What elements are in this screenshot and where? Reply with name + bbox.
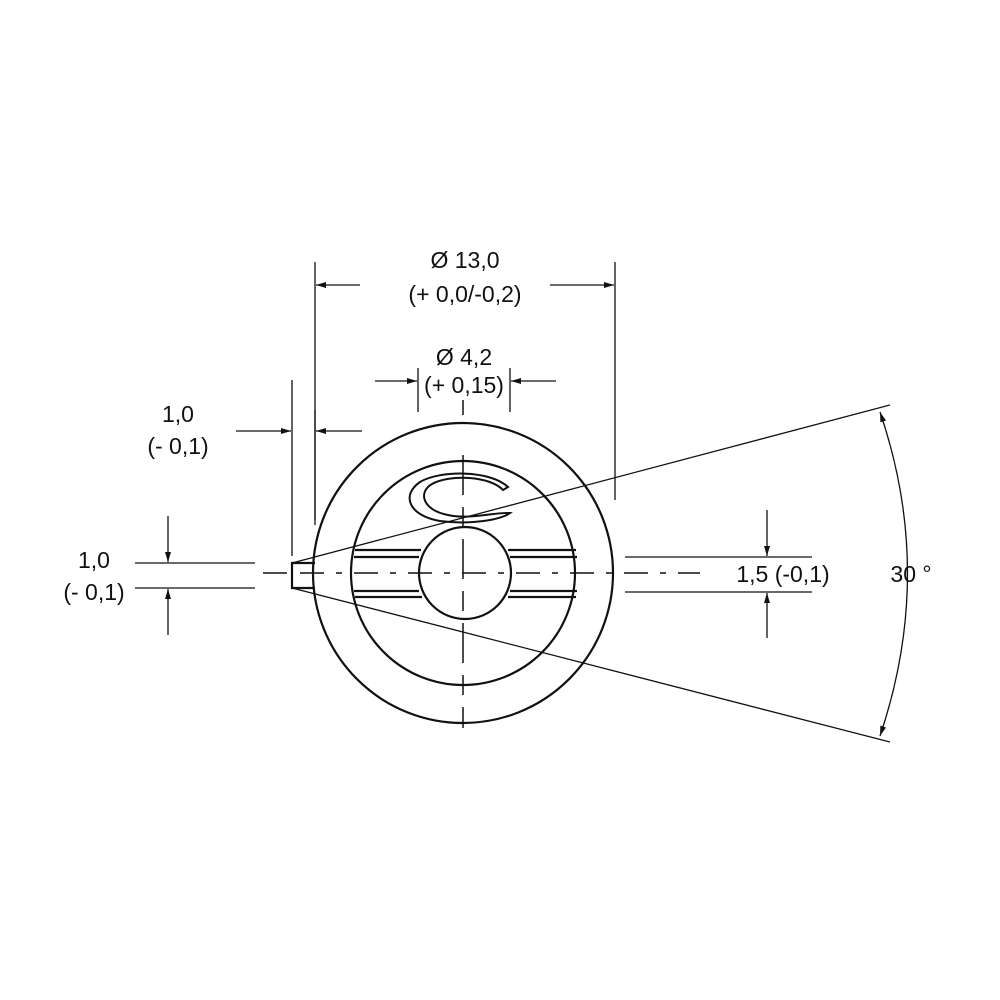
tab-length-tolerance: (- 0,1) xyxy=(147,433,209,459)
outer-diameter-tolerance: (+ 0,0/-0,2) xyxy=(408,281,522,307)
hole-diameter-label: Ø 4,2 (+ 0,15) xyxy=(404,343,524,399)
hole-diameter-tolerance: (+ 0,15) xyxy=(424,372,504,398)
logo-c-mark xyxy=(408,472,513,524)
angle-label: 30 ° xyxy=(890,561,932,587)
tab-width-label: 1,0 (- 0,1) xyxy=(44,546,144,606)
slot-width-label: 1,5 (-0,1) xyxy=(736,561,830,587)
outer-diameter-label: Ø 13,0 (+ 0,0/-0,2) xyxy=(385,246,545,308)
tab-width-value: 1,0 xyxy=(78,547,110,573)
dimension-lines xyxy=(135,262,909,743)
tab xyxy=(290,561,315,590)
center-lines xyxy=(263,400,700,728)
tab-length-value: 1,0 xyxy=(162,401,194,427)
tab-width-tolerance: (- 0,1) xyxy=(63,579,125,605)
tab-length-label: 1,0 (- 0,1) xyxy=(128,400,228,460)
outer-diameter-value: Ø 13,0 xyxy=(430,247,500,273)
hole-diameter-value: Ø 4,2 xyxy=(435,344,493,370)
slot-lines xyxy=(354,548,577,599)
